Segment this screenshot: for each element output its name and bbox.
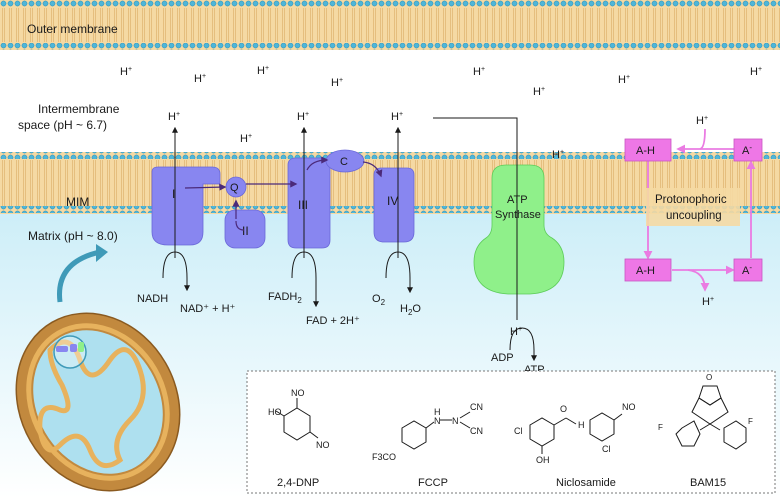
ah-box-bottom — [624, 258, 672, 282]
svg-text:F: F — [658, 423, 663, 432]
complex-iii-label: III — [298, 198, 308, 212]
q-label: Q — [230, 182, 239, 194]
svg-text:CN: CN — [470, 402, 483, 412]
uncoupling-proton-in: H+ — [696, 115, 708, 127]
niclosamide-label: Niclosamide — [556, 477, 616, 489]
complex-iii-pumping — [291, 126, 319, 308]
fccp-structure: H N N CN CN F3CO — [372, 402, 483, 462]
atp-synthase-flow — [433, 117, 537, 362]
complex-iv-label: IV — [387, 194, 398, 208]
complex-i-pumping — [162, 126, 190, 292]
complex-iv-proton: H+ — [391, 111, 403, 123]
dnp-label: 2,4-DNP — [277, 477, 319, 489]
complex-iv — [373, 167, 415, 243]
a-minus-label-bottom: A- — [742, 263, 752, 277]
dnp-structure: HO NO NO — [268, 388, 330, 450]
complex-i-label: I — [172, 187, 175, 201]
proton: H+ — [120, 66, 132, 78]
complex-i-proton: H+ — [168, 111, 180, 123]
fadh2-label: FADH2 — [268, 291, 302, 305]
svg-text:NO: NO — [622, 402, 636, 412]
intermembrane-label-2: space (pH ~ 6.7) — [18, 118, 107, 132]
a-minus-label-top: A- — [742, 143, 752, 157]
svg-text:Cl: Cl — [602, 444, 611, 454]
mitochondrion-illustration — [15, 244, 181, 492]
o2-label: O2 — [372, 293, 386, 307]
ah-label-bottom: A-H — [636, 265, 655, 277]
svg-text:CN: CN — [470, 426, 483, 436]
nadh-label: NADH — [137, 293, 168, 305]
svg-text:O: O — [560, 404, 567, 414]
proton: H+ — [750, 66, 762, 78]
a-minus-box-top — [733, 138, 763, 162]
proton: H+ — [194, 73, 206, 85]
adp-label: ADP — [491, 352, 514, 364]
svg-text:Cl: Cl — [514, 426, 523, 436]
svg-text:F: F — [748, 417, 753, 426]
complex-iii — [287, 157, 331, 249]
atp-synthase — [473, 164, 565, 295]
nad-label: NAD⁺ + H⁺ — [180, 303, 236, 315]
atp-synthase-proton: H+ — [510, 326, 522, 338]
niclosamide-structure: Cl O H OH Cl NO — [514, 402, 636, 465]
intermembrane-label-1: Intermembrane — [38, 102, 120, 116]
bam15-structure: O F F — [658, 373, 753, 450]
fccp-label: FCCP — [418, 477, 448, 489]
svg-text:NO: NO — [316, 440, 330, 450]
ims-protons: H+ H+ H+ H+ H+ H+ H+ H+ H+ H+ — [120, 65, 762, 161]
complex-ii-label: II — [242, 224, 249, 238]
ah-label-top: A-H — [636, 145, 655, 157]
a-minus-box-bottom — [733, 258, 763, 282]
uncoupling-label-2: uncoupling — [666, 210, 722, 222]
uncoupling-proton-out: H+ — [702, 296, 714, 308]
c-label: C — [340, 156, 348, 168]
proton: H+ — [240, 133, 252, 145]
svg-text:N: N — [452, 416, 459, 426]
complex-iv-pumping — [385, 126, 413, 294]
svg-text:O: O — [706, 373, 712, 382]
svg-text:HO: HO — [268, 407, 282, 417]
electron-path — [184, 156, 383, 231]
uncoupling-label-1: Protonophoric — [655, 194, 727, 206]
proton: H+ — [257, 65, 269, 77]
h2o-label: H2O — [400, 303, 421, 317]
proton: H+ — [331, 77, 343, 89]
complex-i — [151, 166, 221, 246]
complex-iii-proton: H+ — [297, 111, 309, 123]
mim-label: MIM — [66, 195, 89, 209]
uncoupling-cycle: A-H A- A-H A- Protonophoric uncoupling H… — [624, 115, 763, 308]
compounds-panel — [246, 370, 776, 494]
svg-text:OH: OH — [536, 455, 550, 465]
svg-text:N: N — [434, 416, 441, 426]
svg-text:H: H — [434, 407, 441, 417]
proton: H+ — [473, 66, 485, 78]
svg-text:H: H — [578, 420, 585, 430]
proton: H+ — [552, 149, 564, 161]
proton: H+ — [533, 86, 545, 98]
complex-ii — [224, 209, 266, 249]
outer-membrane — [0, 0, 780, 50]
proton: H+ — [618, 74, 630, 86]
ah-box-top — [624, 138, 672, 162]
outer-membrane-label: Outer membrane — [27, 22, 118, 36]
svg-text:F3CO: F3CO — [372, 452, 396, 462]
fad-label: FAD + 2H⁺ — [306, 315, 360, 327]
svg-text:NO: NO — [291, 388, 305, 398]
matrix-label: Matrix (pH ~ 8.0) — [28, 229, 118, 243]
bam15-label: BAM15 — [690, 477, 726, 489]
atp-synthase-label-2: Synthase — [495, 209, 541, 221]
